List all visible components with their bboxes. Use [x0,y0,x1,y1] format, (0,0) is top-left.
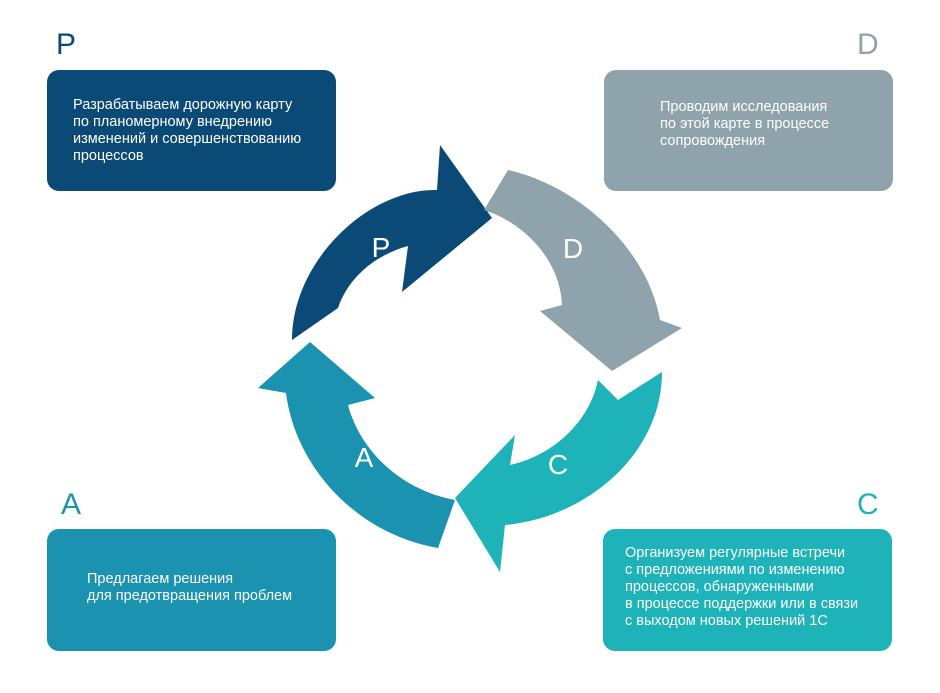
check-card: Организуем регулярные встречи с предложе… [603,529,892,651]
check-arrow-letter: C [548,449,568,480]
act-arrow-letter: A [355,442,374,473]
check-card-text: Организуем регулярные встречи с предложе… [625,545,859,629]
corner-letter-p: P [56,28,77,61]
act-card-text: Предлагаем решения для предотвращения пр… [87,571,293,604]
corner-letter-a: A [61,488,82,521]
do-arrow [484,170,682,371]
plan-card: Разрабатываем дорожную карту по планомер… [47,70,336,191]
do-card: Проводим исследования по этой карте в пр… [604,70,893,191]
check-arrow [455,372,662,572]
corner-letter-d: D [857,28,879,61]
act-arrow [258,342,455,548]
act-card: Предлагаем решения для предотвращения пр… [47,529,336,651]
corner-letter-c: C [857,488,879,521]
plan-card-text: Разрабатываем дорожную карту по планомер… [73,97,302,164]
plan-arrow [292,145,492,340]
do-card-text: Проводим исследования по этой карте в пр… [660,99,830,149]
plan-arrow-letter: P [372,232,391,263]
do-arrow-letter: D [563,233,583,264]
